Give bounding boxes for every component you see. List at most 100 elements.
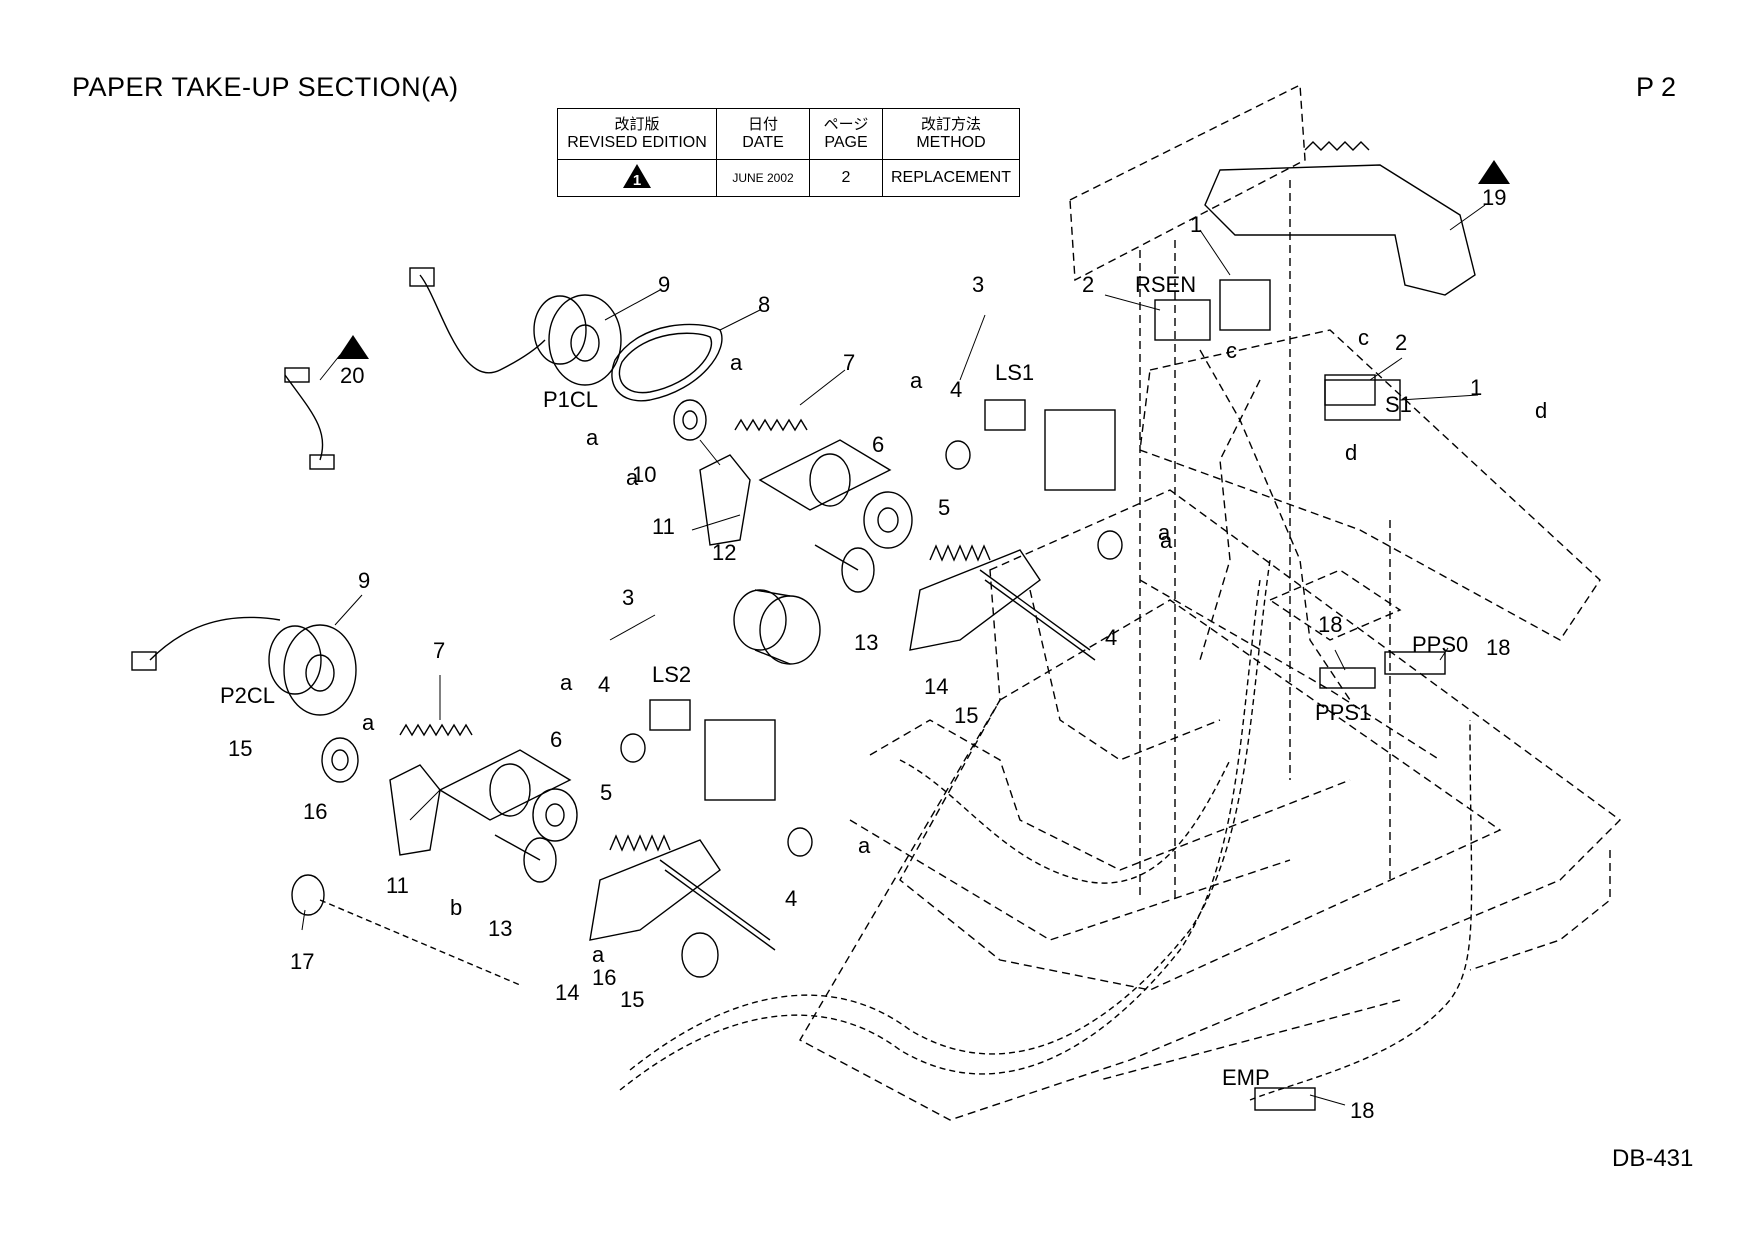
part-label-4: 4: [785, 886, 797, 911]
part-label-a: a: [910, 368, 923, 393]
part-label-6: 6: [550, 727, 562, 752]
part-label-1: 1: [1190, 212, 1202, 237]
spring-upper-right: [1304, 141, 1370, 151]
part-label-18: 18: [1486, 635, 1510, 660]
part-label-15: 15: [954, 703, 978, 728]
revision-method: REPLACEMENT: [882, 159, 1020, 197]
arm-14-upper: [909, 549, 1096, 661]
part-label-9: 9: [358, 568, 370, 593]
sensor-emp: [1254, 1087, 1316, 1111]
part-label-d: d: [1535, 398, 1547, 423]
revision-marker-20: 1: [337, 335, 369, 362]
wire-harness: [619, 559, 1473, 1101]
part-label-11: 11: [386, 873, 409, 898]
part-label-a: a: [1160, 528, 1173, 553]
cable-20: [284, 367, 335, 470]
part-label-c: c: [1226, 338, 1237, 363]
part-label-20: 20: [340, 363, 364, 388]
spring-7-lower: [399, 723, 473, 737]
bracket-19: [1204, 164, 1476, 296]
revision-page: 2: [809, 159, 883, 197]
part-labels: 9 8 7 a a a a 4 3 2 1 19 20 10 6 11 12 5…: [228, 185, 1547, 1123]
part-label-18: 18: [1318, 612, 1342, 637]
label-p2cl: P2CL: [220, 683, 275, 708]
part-label-19: 19: [1482, 185, 1506, 210]
spring-5-upper: [929, 544, 991, 562]
main-frame: [799, 489, 1622, 1121]
part-label-a: a: [1158, 520, 1171, 545]
gear-13-lower: [494, 834, 557, 883]
gear-13-upper: [814, 544, 875, 593]
label-rsen: RSEN: [1135, 272, 1196, 297]
page-title: PAPER TAKE-UP SECTION(A): [72, 72, 459, 102]
gear-6-upper: [863, 491, 913, 549]
bushing-4-lower: [620, 733, 813, 857]
sensor-pps1: [1319, 667, 1376, 689]
gear-10: [673, 399, 707, 441]
part-label-b: b: [450, 895, 462, 920]
part-label-7: 7: [843, 350, 855, 375]
arm-14-lower: [589, 839, 776, 951]
part-label-a: a: [586, 425, 599, 450]
part-label-15: 15: [228, 736, 252, 761]
sensor-ls1: [984, 399, 1116, 491]
part-label-3: 3: [622, 585, 634, 610]
label-ls1: LS1: [995, 360, 1034, 385]
part-label-4: 4: [598, 672, 610, 697]
part-label-6: 6: [872, 432, 884, 457]
part-label-1: 1: [1470, 375, 1482, 400]
label-s1: S1: [1385, 392, 1412, 417]
bushing-4-upper: [945, 440, 1123, 560]
revision-triangle-icon: 1: [623, 163, 651, 189]
part-label-3: 3: [972, 272, 984, 297]
clutch-p2cl: [131, 616, 357, 716]
part-label-c: c: [1358, 325, 1369, 350]
part-label-a: a: [730, 350, 743, 375]
part-label-4: 4: [950, 377, 962, 402]
part-label-17: 17: [290, 949, 314, 974]
part-label-a: a: [560, 670, 573, 695]
part-label-16: 16: [592, 965, 616, 990]
sensor-ls2: [649, 699, 776, 801]
spring-7-upper: [734, 418, 808, 432]
label-pps1: PPS1: [1315, 700, 1371, 725]
part-label-13: 13: [854, 630, 878, 655]
part-label-4: 4: [1105, 625, 1117, 650]
gear-16-lower-b: [681, 932, 719, 978]
label-emp: EMP: [1222, 1065, 1270, 1090]
gear-6-lower: [532, 788, 578, 842]
leader-lines: [301, 204, 1486, 1106]
part-label-18: 18: [1350, 1098, 1374, 1123]
gear-16-lower: [321, 737, 359, 783]
part-label-a: a: [592, 942, 605, 967]
revision-date: JUNE 2002: [716, 159, 810, 197]
lever-11-upper: [699, 439, 892, 546]
part-label-11: 11: [652, 514, 675, 539]
part-label-15: 15: [620, 987, 644, 1012]
part-label-14: 14: [924, 674, 948, 699]
label-ls2: LS2: [652, 662, 691, 687]
document-code: DB-431: [1612, 1145, 1694, 1172]
part-label-5: 5: [600, 780, 612, 805]
sensor-pps0: [1384, 651, 1446, 675]
part-label-10: 10: [632, 462, 656, 487]
spring-5-lower: [609, 834, 671, 852]
revision-mark-cell: 1: [557, 159, 717, 197]
part-label-8: 8: [758, 292, 770, 317]
svg-text:1: 1: [347, 337, 359, 362]
part-label-12: 12: [712, 540, 736, 565]
part-label-9: 9: [658, 272, 670, 297]
sensor-rsen: [1154, 279, 1271, 341]
roller-12: [733, 589, 821, 665]
clutch-p1cl: [409, 267, 622, 386]
label-pps0: PPS0: [1412, 632, 1468, 657]
part-label-5: 5: [938, 495, 950, 520]
revision-marker-19: 1: [1478, 160, 1510, 187]
part-label-a: a: [858, 833, 871, 858]
part-label-2: 2: [1395, 330, 1407, 355]
